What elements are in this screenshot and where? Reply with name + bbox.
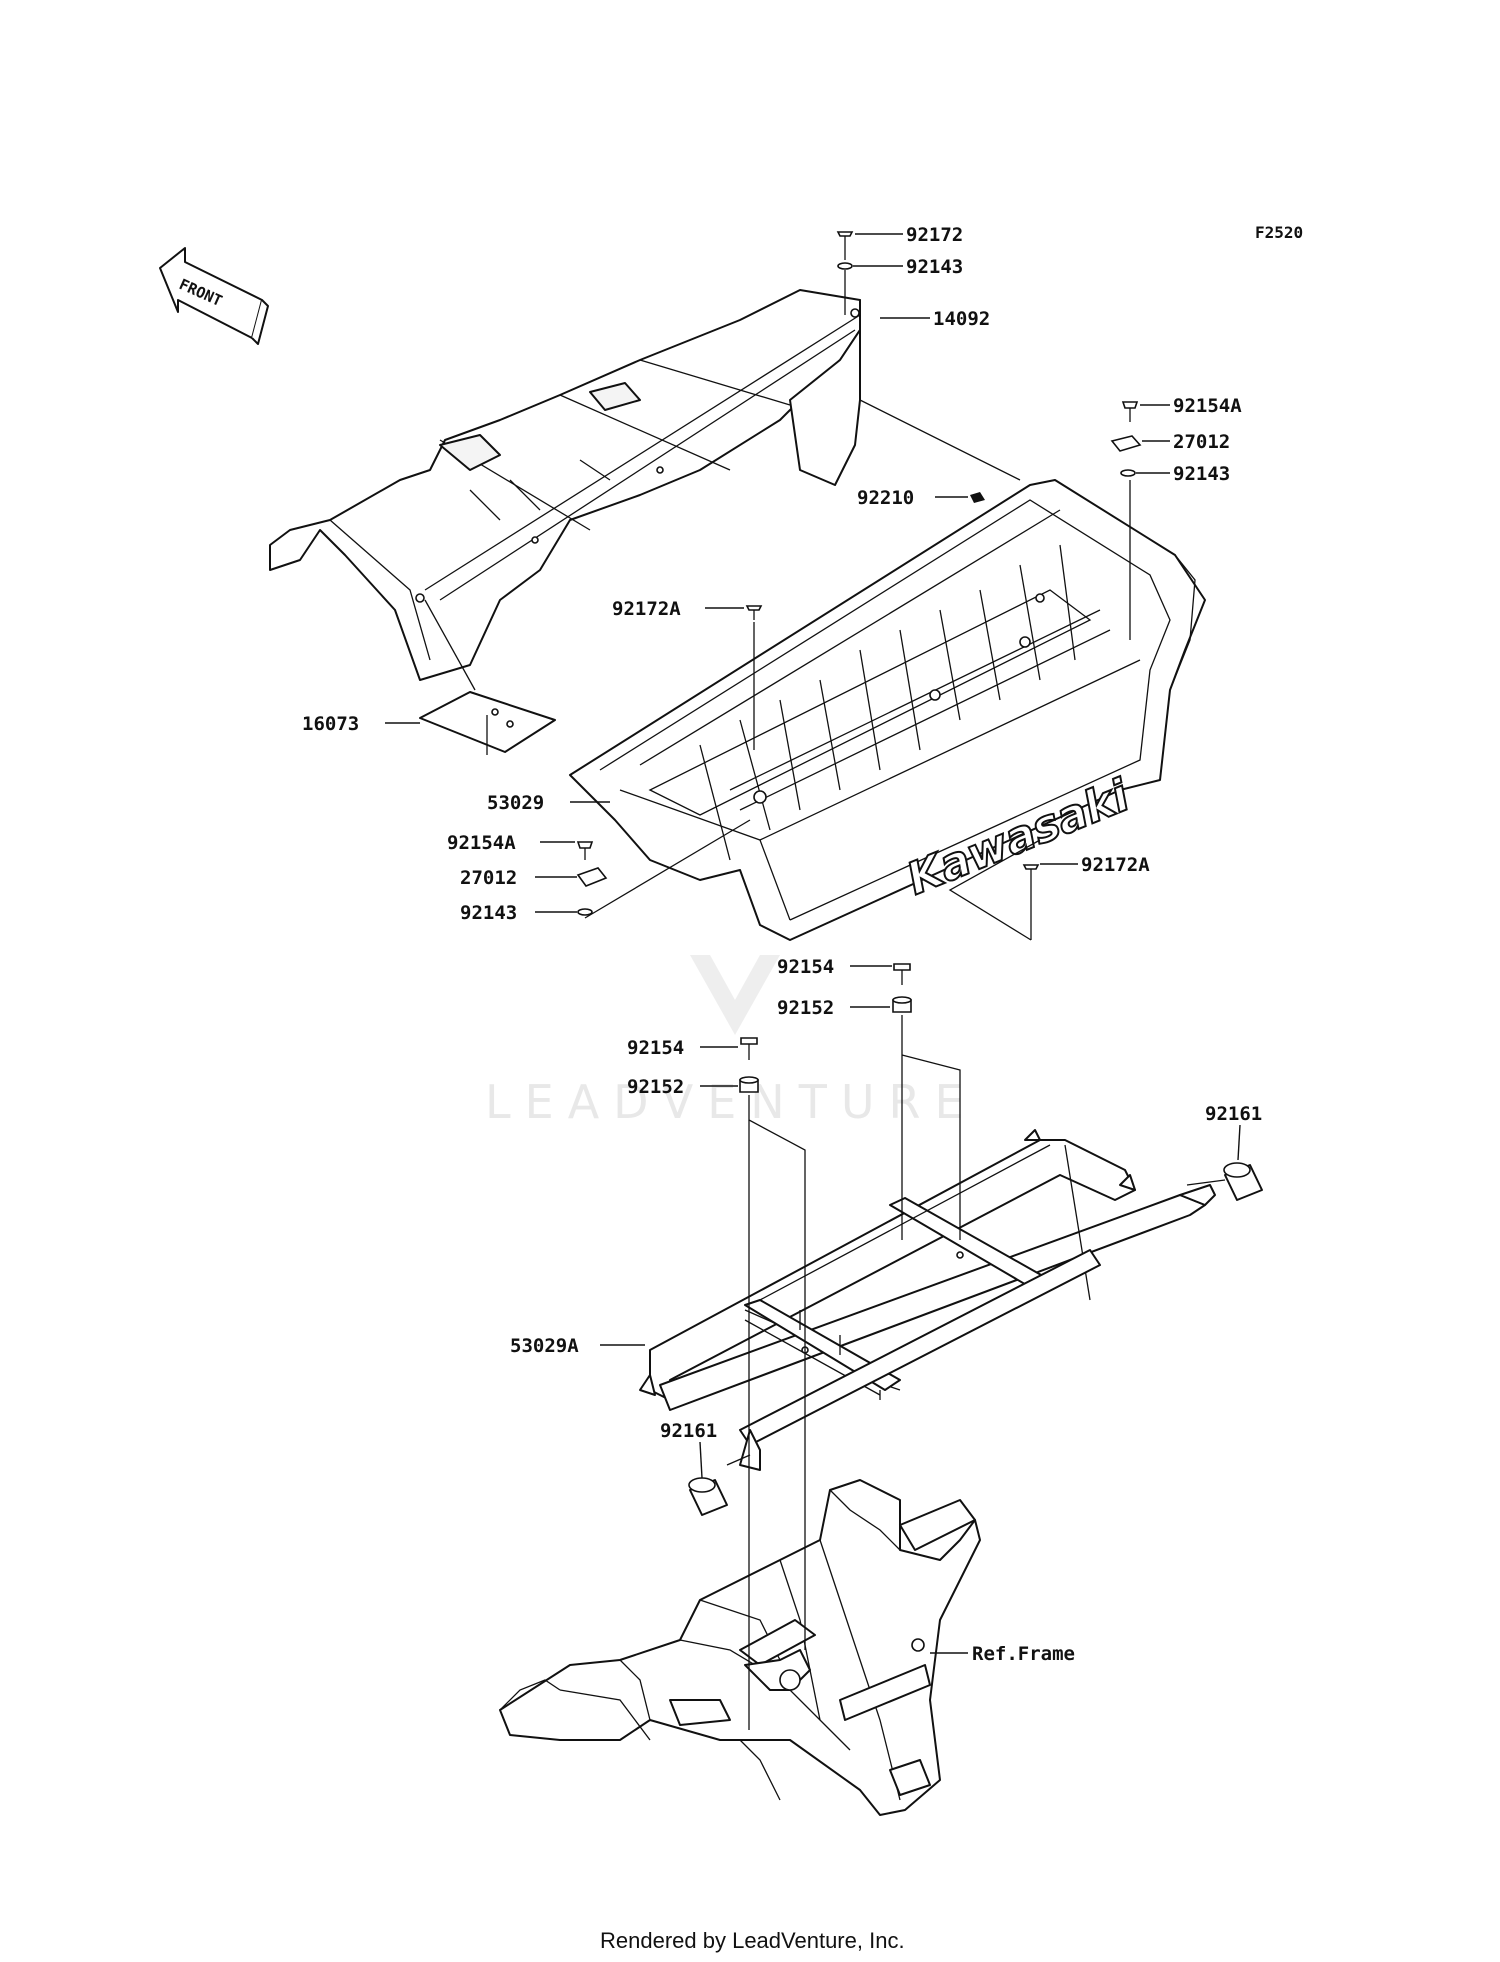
watermark-text: LEADVENTURE (485, 1075, 978, 1129)
callout-92143-top: 92143 (906, 256, 963, 278)
callout-92161-right: 92161 (1205, 1103, 1262, 1125)
diagram-code: F2520 (1255, 223, 1303, 242)
callout-16073: 16073 (302, 713, 359, 735)
callout-27012-left: 27012 (460, 867, 517, 889)
callout-92154A-left: 92154A (447, 832, 516, 854)
callout-53029: 53029 (487, 792, 544, 814)
callout-92143-right: 92143 (1173, 463, 1230, 485)
callout-ref-frame: Ref.Frame (972, 1643, 1075, 1665)
callout-14092: 14092 (933, 308, 990, 330)
vehicle-frame (499, 1479, 981, 1816)
rear-cover-14092 (269, 289, 861, 681)
callout-92154-left: 92154 (627, 1037, 684, 1059)
callout-92152-left: 92152 (627, 1076, 684, 1098)
callout-92161-left: 92161 (660, 1420, 717, 1442)
front-arrow-icon: FRONT (159, 247, 269, 345)
callout-92154-right: 92154 (777, 956, 834, 978)
callout-92143-left: 92143 (460, 902, 517, 924)
leader-lines (385, 233, 1241, 1730)
sub-frame-53029A (639, 1129, 1216, 1471)
callout-92154A-right: 92154A (1173, 395, 1242, 417)
callout-92152-right: 92152 (777, 997, 834, 1019)
hardware (576, 231, 1142, 1093)
callout-92210: 92210 (857, 487, 914, 509)
spacer-92161-right (1223, 1162, 1263, 1201)
watermark: LEADVENTURE (485, 955, 978, 1129)
callout-27012-right: 27012 (1173, 431, 1230, 453)
callout-labels: 92172 92143 14092 92154A 27012 92143 922… (302, 224, 1262, 1665)
spacer-92161-left (688, 1477, 728, 1516)
callout-92172A-upper: 92172A (612, 598, 681, 620)
footer-credit: Rendered by LeadVenture, Inc. (600, 1928, 905, 1953)
callout-92172: 92172 (906, 224, 963, 246)
callout-92172A-right: 92172A (1081, 854, 1150, 876)
callout-53029A: 53029A (510, 1335, 579, 1357)
